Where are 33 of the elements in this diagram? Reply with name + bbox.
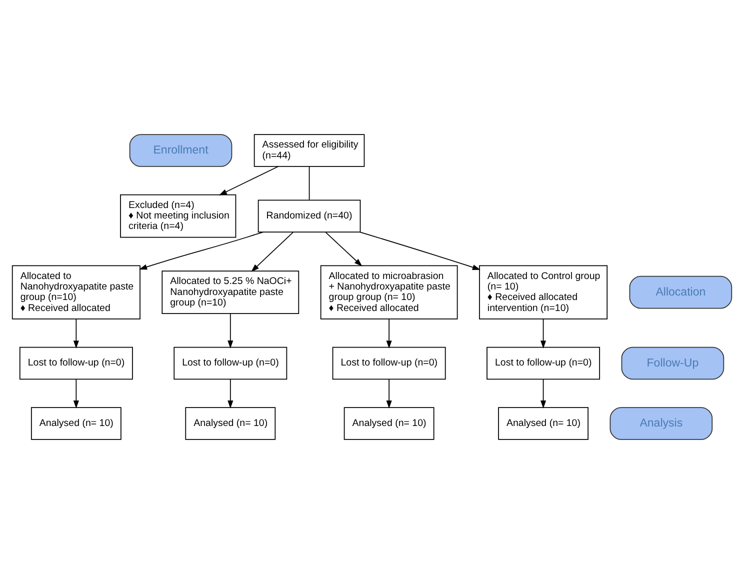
arrow [139, 232, 264, 270]
arrow [325, 232, 362, 266]
node-box: Allocated to microabrasion + Nanohydroxyapatite paste group group (n= 10) ♦ Received allocated [320, 265, 458, 320]
arrow [251, 232, 294, 272]
connector [308, 166, 310, 200]
node-box: Analysed (n= 10) [344, 407, 434, 440]
node-box: Analysed (n= 10) [30, 407, 122, 440]
arrow [73, 379, 79, 408]
node-box: Assessed for eligibility (n=44) [254, 134, 365, 167]
node-box: Allocated to Control group (n= 10) ♦ Received allocated intervention (n=10) [479, 265, 608, 320]
node-box: Follow-Up [621, 346, 724, 380]
arrow [386, 379, 392, 408]
node-box: Randomized (n=40) [258, 200, 361, 232]
node-box: Analysed (n= 10) [498, 407, 588, 440]
node-box: Excluded (n=4) ♦ Not meeting inclusion criteria (n=4) [120, 194, 236, 238]
node-box: Enrollment [129, 134, 232, 167]
arrow [228, 314, 234, 348]
node-box: Lost to follow-up (n=0) [174, 346, 288, 380]
node-box: Analysed (n= 10) [185, 407, 276, 440]
node-box: Allocated to 5.25 % NaOCi+ Nanohydroxyapatite paste group (n=10) [162, 270, 300, 314]
node-box: Analysis [610, 407, 713, 440]
arrow [540, 318, 546, 349]
node-box: Allocated to Nanohydroxyapatite paste group (n=10) ♦ Received allocated [12, 265, 140, 320]
arrow [228, 379, 234, 408]
arrow [386, 318, 392, 349]
node-box: Lost to follow-up (n=0) [486, 346, 600, 380]
arrow [359, 232, 480, 270]
node-box: Lost to follow-up (n=0) [19, 346, 133, 380]
node-box: Lost to follow-up (n=0) [332, 346, 446, 380]
node-box: Allocation [629, 276, 732, 309]
arrow [73, 318, 79, 349]
arrow [218, 166, 279, 196]
arrow [540, 379, 546, 408]
